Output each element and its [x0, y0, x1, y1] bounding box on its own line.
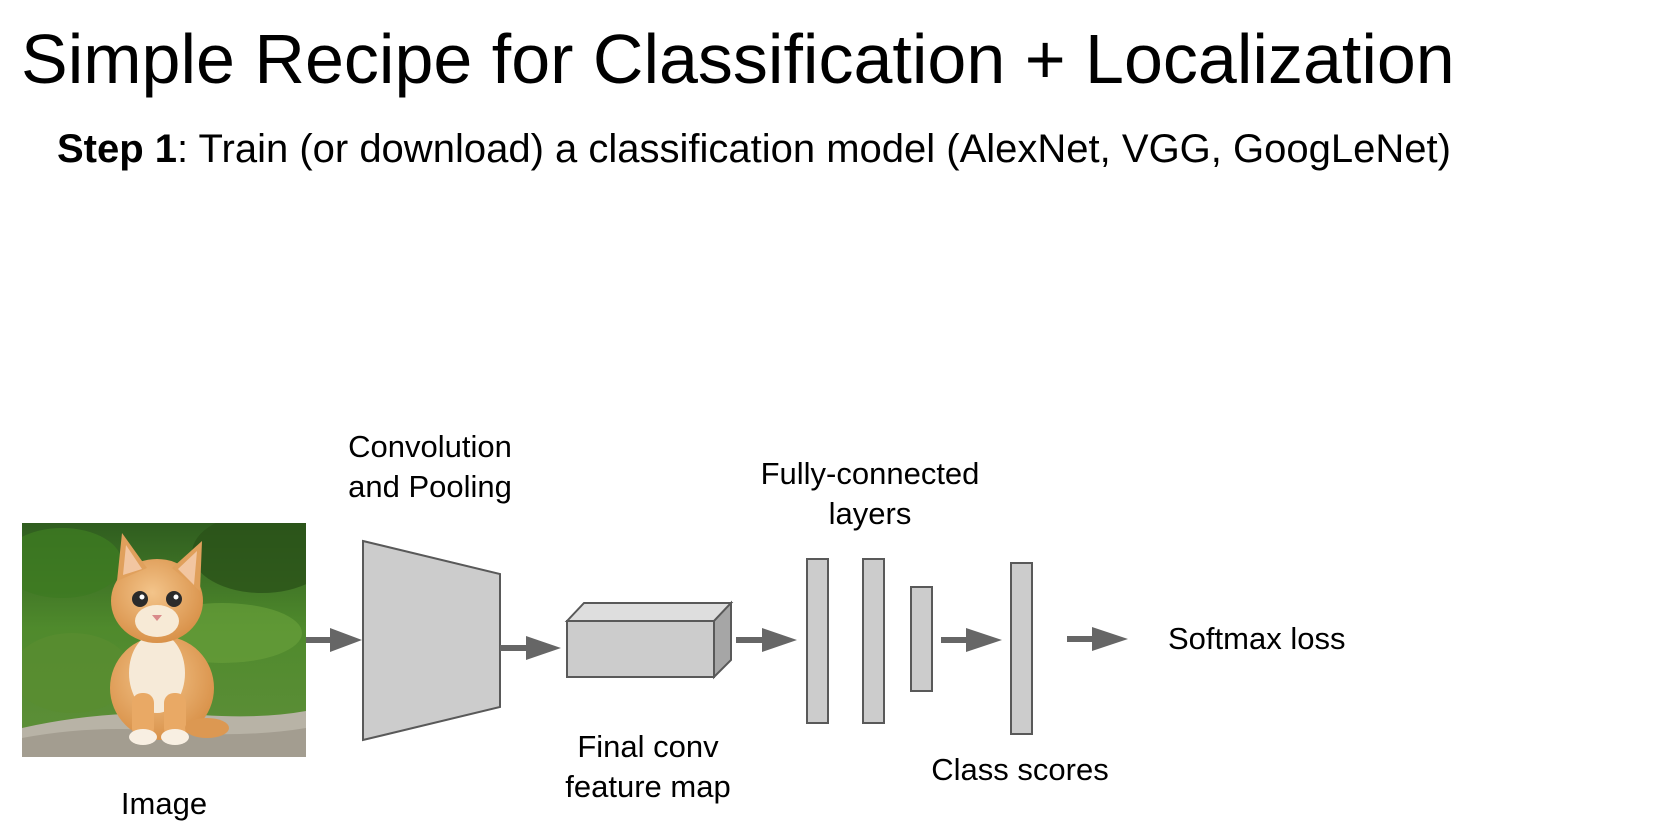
conv-pooling-label: Convolution and Pooling: [330, 427, 530, 507]
feature-map-label: Final conv feature map: [548, 727, 748, 807]
arrow-image-to-conv: [306, 628, 362, 652]
feature-map-label-line2: feature map: [565, 769, 731, 804]
arrow-fc-to-class-scores: [941, 628, 1002, 652]
conv-pooling-label-line2: and Pooling: [348, 469, 512, 504]
class-scores-label: Class scores: [931, 752, 1109, 787]
conv-pooling-block: [362, 539, 501, 742]
softmax-loss-label: Softmax loss: [1168, 621, 1346, 656]
kitten-image: [22, 523, 306, 757]
fc-layers-label-line1: Fully-connected: [760, 456, 980, 491]
step-description: Step 1: Train (or download) a classifica…: [57, 124, 1451, 174]
image-label: Image: [120, 786, 208, 821]
class-scores-bar: [1010, 562, 1033, 735]
feature-map-box: [564, 600, 734, 680]
arrow-class-scores-to-softmax: [1067, 627, 1128, 651]
fc-layer-2: [862, 558, 885, 724]
step-label: Step 1: [57, 127, 178, 171]
conv-pooling-label-line1: Convolution: [348, 429, 512, 464]
fc-layers-label-line2: layers: [828, 496, 912, 531]
arrow-conv-to-feature-map: [500, 636, 561, 660]
feature-map-label-line1: Final conv: [577, 729, 719, 764]
step-text: : Train (or download) a classification m…: [177, 127, 1451, 171]
fc-layer-1: [806, 558, 829, 724]
fc-layers-label: Fully-connected layers: [730, 454, 1010, 534]
slide-title: Simple Recipe for Classification + Local…: [21, 20, 1455, 98]
fc-layer-3: [910, 586, 933, 692]
arrow-feature-map-to-fc: [736, 628, 797, 652]
